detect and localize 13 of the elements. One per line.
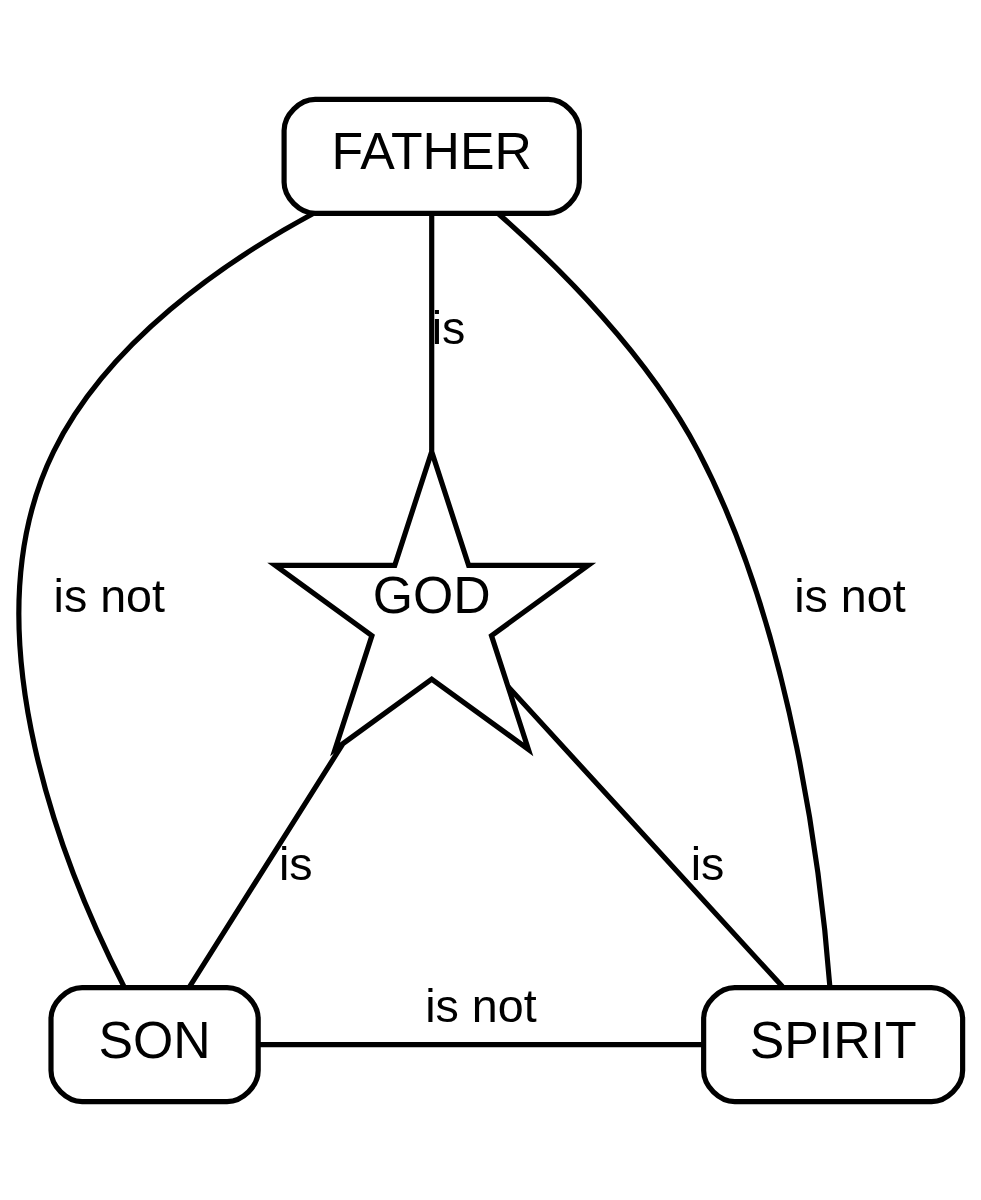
edge-label: is — [278, 837, 313, 890]
node-box: SPIRIT — [701, 984, 966, 1104]
edge-label: is not — [53, 569, 165, 622]
edge-label: is not — [794, 569, 906, 622]
edge-label: is — [690, 837, 725, 890]
node-box: SON — [48, 984, 261, 1104]
node-box: FATHER — [281, 96, 582, 216]
edge-label: is not — [425, 979, 537, 1032]
connector — [429, 213, 435, 451]
connector — [496, 211, 833, 988]
edge-label: is — [431, 301, 466, 354]
connector — [258, 1041, 703, 1047]
connector — [186, 742, 345, 989]
